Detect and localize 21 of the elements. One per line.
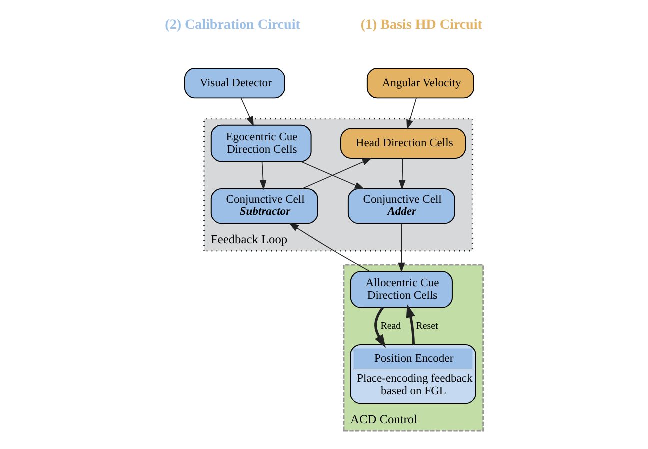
node-box: Conjunctive Cell Subtractor — [210, 188, 318, 224]
label: (2) Calibration Circuit — [164, 16, 300, 33]
edge-label: Read — [380, 321, 401, 332]
node-box: Conjunctive Cell Adder — [347, 188, 455, 224]
arrow — [398, 223, 405, 273]
node-box: Visual Detector — [184, 68, 285, 99]
node-box: Angular Velocity — [366, 68, 474, 99]
arrow — [300, 161, 364, 190]
arrow — [398, 158, 406, 190]
node-box: Position Encoder Place-encoding feedback based on FGL — [350, 344, 476, 404]
label: (1) Basis HD Circuit — [360, 16, 482, 33]
arrow — [406, 98, 416, 130]
arrow — [406, 304, 415, 345]
arrow — [259, 161, 266, 190]
node-box: Head Direction Cells — [340, 128, 466, 159]
node-box: Egocentric Cue Direction Cells — [210, 124, 312, 162]
edge-label: Reset — [416, 321, 438, 332]
node-box: Allocentric Cue Direction Cells — [350, 271, 452, 308]
arrow — [374, 307, 386, 348]
arrow — [301, 158, 372, 190]
arrow — [240, 98, 254, 126]
